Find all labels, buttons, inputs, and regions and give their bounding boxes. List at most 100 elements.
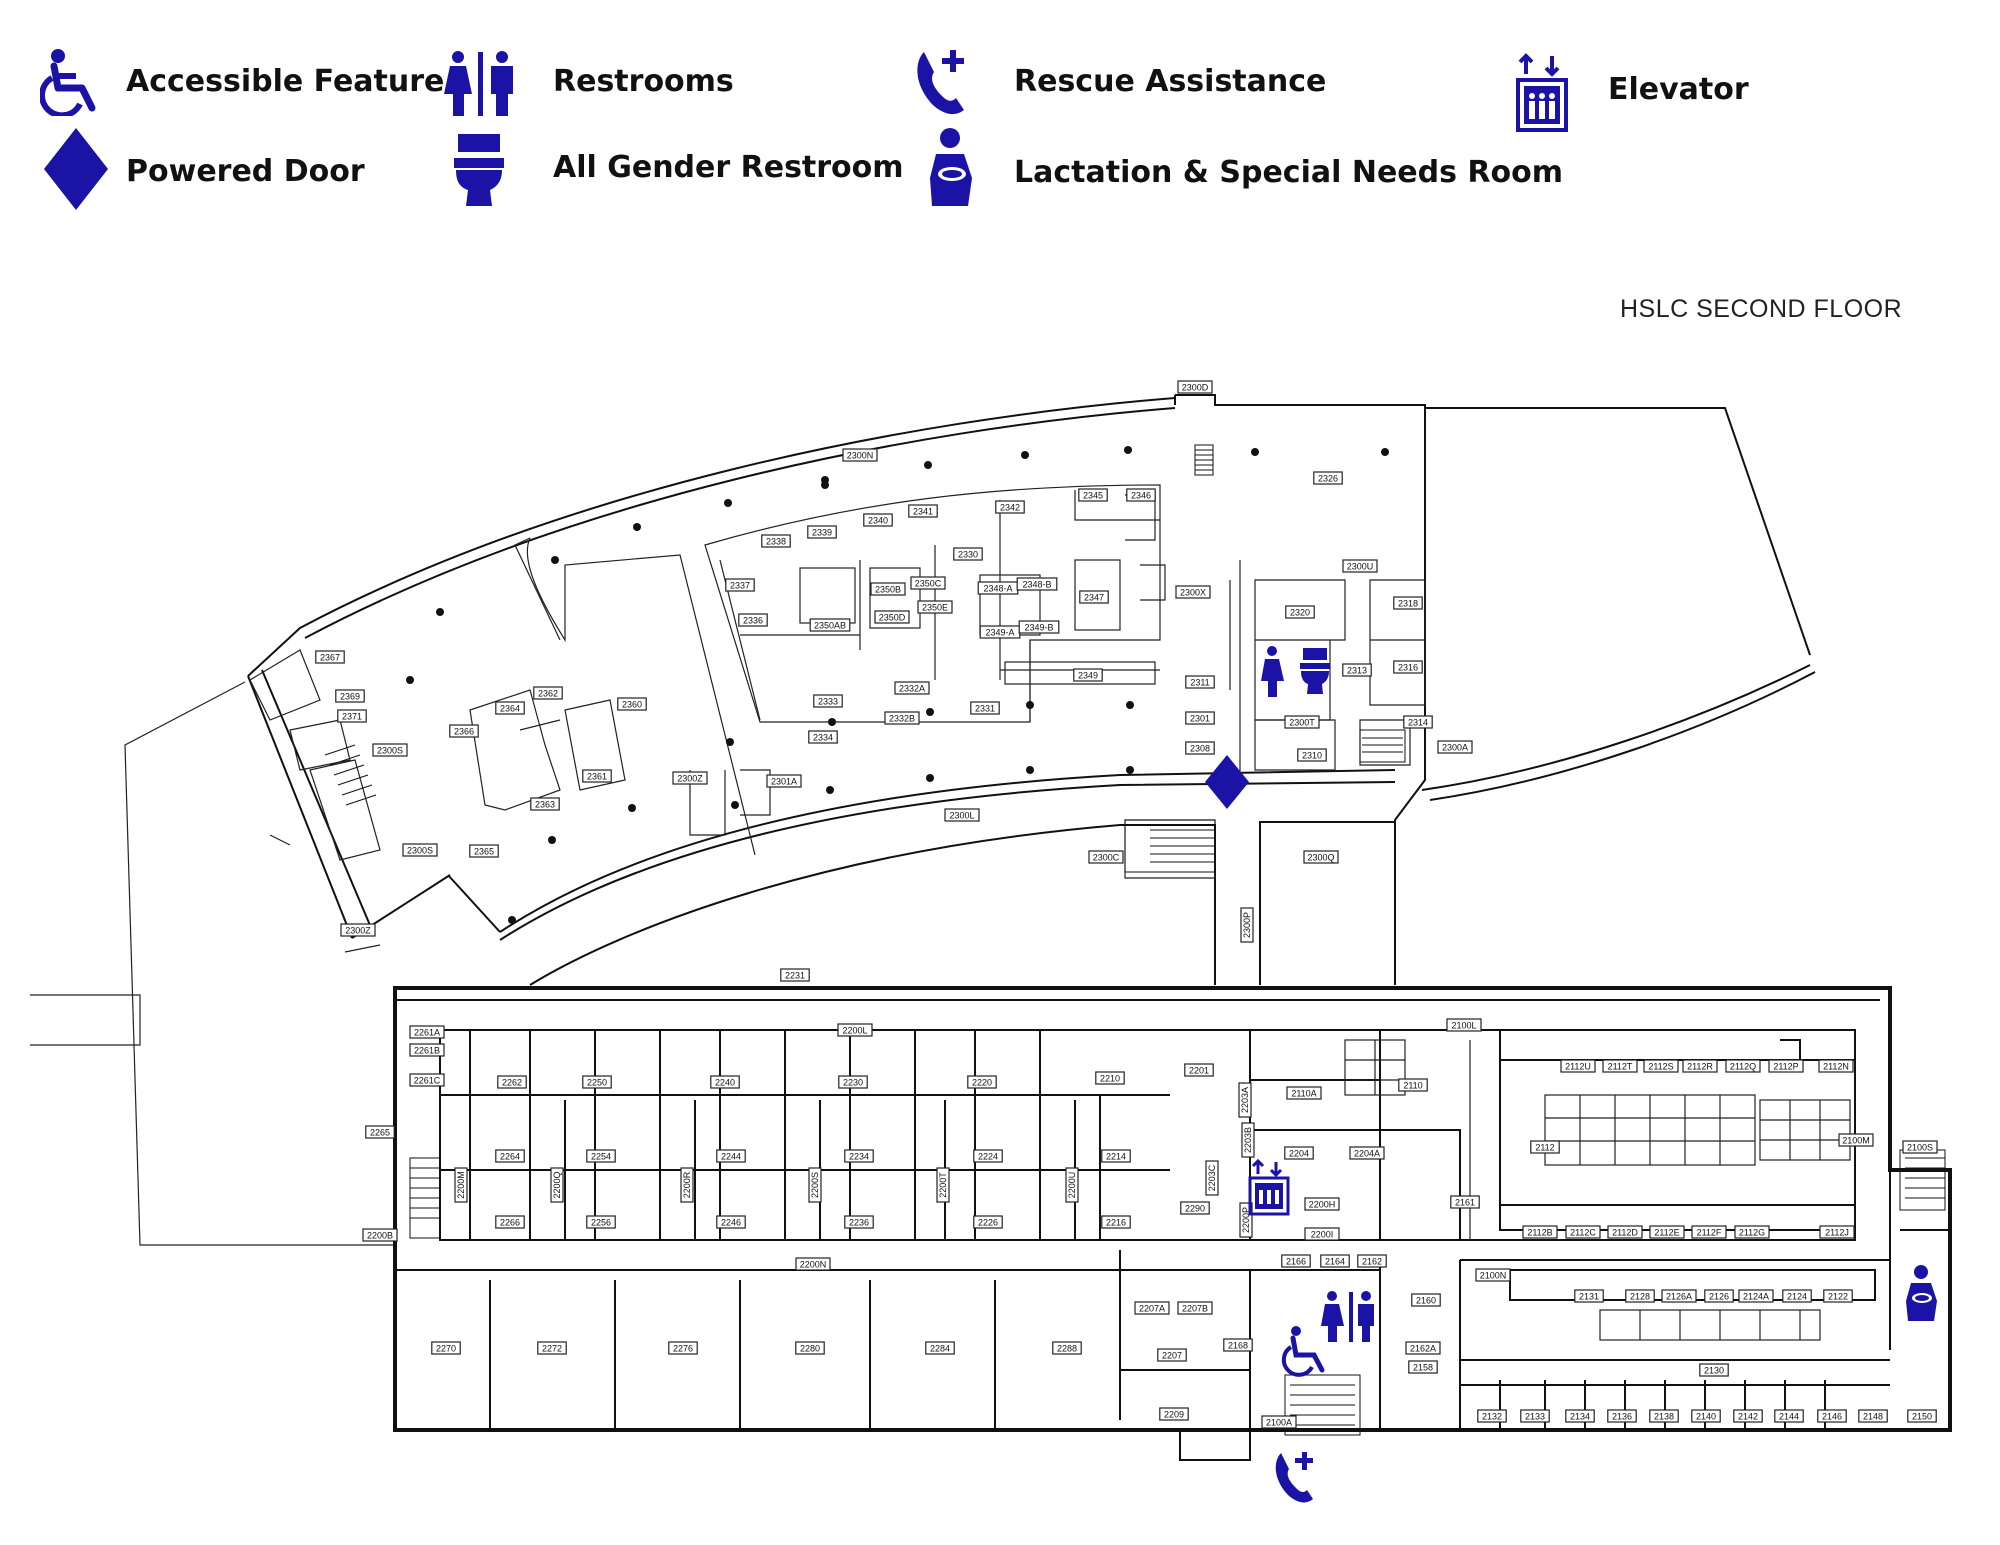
stairs — [324, 444, 1946, 1436]
floor-title: HSLC SECOND FLOOR — [1620, 295, 1903, 323]
room-label-2301a: 2301A — [766, 774, 802, 788]
room-number: 2331 — [975, 704, 995, 714]
room-label-2136: 2136 — [1607, 1409, 1637, 1423]
room-label-2220: 2220 — [967, 1075, 997, 1089]
room-number: 2300S — [407, 846, 433, 856]
room-label-2209: 2209 — [1159, 1407, 1189, 1421]
room-label-2367: 2367 — [315, 650, 345, 664]
room-number: 2350AB — [814, 621, 846, 631]
room-label-2112t: 2112T — [1602, 1059, 1638, 1073]
room-number: 2203C — [1207, 1164, 1217, 1191]
room-number: 2138 — [1654, 1412, 1674, 1422]
room-label-2360: 2360 — [617, 697, 647, 711]
accessible-map-icon — [1281, 1326, 1325, 1377]
room-label-2112: 2112 — [1530, 1140, 1560, 1154]
room-label-2112e: 2112E — [1649, 1225, 1685, 1239]
room-number: 2200L — [842, 1026, 867, 1036]
room-label-2112u: 2112U — [1560, 1059, 1596, 1073]
room-number: 2300Z — [677, 774, 703, 784]
room-number: 2290 — [1185, 1204, 1205, 1214]
room-number: 2112B — [1527, 1228, 1552, 1238]
legend-label-all-gender: All Gender Restroom — [553, 150, 904, 185]
room-number: 2168 — [1228, 1341, 1248, 1351]
room-number: 2162A — [1410, 1344, 1436, 1354]
room-number: 2270 — [436, 1344, 456, 1354]
room-number: 2112E — [1654, 1228, 1679, 1238]
room-number: 2207B — [1182, 1304, 1208, 1314]
room-label-2126a: 2126A — [1661, 1289, 1697, 1303]
room-label-2332b: 2332B — [884, 711, 920, 725]
room-number: 2371 — [342, 712, 362, 722]
room-label-2276: 2276 — [668, 1341, 698, 1355]
room-number: 2313 — [1347, 666, 1367, 676]
room-number: 2209 — [1164, 1410, 1184, 1420]
room-label-2262: 2262 — [497, 1075, 527, 1089]
room-label-2231: 2231 — [780, 968, 810, 982]
room-label-2204: 2204 — [1284, 1146, 1314, 1160]
room-number: 2164 — [1325, 1257, 1345, 1267]
room-label-2200b: 2200B — [362, 1228, 398, 1242]
room-number: 2340 — [868, 516, 888, 526]
room-label-2334: 2334 — [808, 730, 838, 744]
room-label-2365: 2365 — [469, 844, 499, 858]
room-label-2326: 2326 — [1313, 471, 1343, 485]
room-label-2100s: 2100S — [1902, 1140, 1938, 1154]
room-label-2200r: 2200R — [680, 1167, 694, 1203]
room-number: 2100N — [1480, 1271, 1507, 1281]
room-label-2339: 2339 — [807, 525, 837, 539]
room-number: 2210 — [1100, 1074, 1120, 1084]
legend-label-rescue: Rescue Assistance — [1014, 64, 1327, 99]
room-number: 2200N — [800, 1260, 827, 1270]
room-label-2207: 2207 — [1157, 1348, 1187, 1362]
room-number: 2200M — [456, 1171, 466, 1199]
room-label-2301: 2301 — [1185, 711, 1215, 725]
room-label-2112g: 2112G — [1734, 1225, 1770, 1239]
lactation-icon — [930, 128, 972, 206]
room-label-2100n: 2100N — [1475, 1268, 1511, 1282]
room-number: 2134 — [1570, 1412, 1590, 1422]
room-number: 2122 — [1828, 1292, 1848, 1302]
room-number: 2288 — [1057, 1344, 1077, 1354]
room-number: 2146 — [1822, 1412, 1842, 1422]
room-number: 2276 — [673, 1344, 693, 1354]
room-number: 2350E — [922, 603, 948, 613]
room-label-2200n: 2200N — [795, 1257, 831, 1271]
room-label-2265: 2265 — [365, 1125, 395, 1139]
room-number: 2330 — [958, 550, 978, 560]
room-number: 2346 — [1131, 491, 1151, 501]
room-label-2336: 2336 — [738, 613, 768, 627]
room-number: 2337 — [730, 581, 750, 591]
room-number: 2364 — [500, 704, 520, 714]
room-label-2347: 2347 — [1079, 590, 1109, 604]
room-number: 2284 — [930, 1344, 950, 1354]
room-label-2244: 2244 — [716, 1149, 746, 1163]
room-number: 2131 — [1579, 1292, 1599, 1302]
room-number: 2300Z — [345, 926, 371, 936]
room-label-2216: 2216 — [1101, 1215, 1131, 1229]
room-number: 2350B — [875, 585, 901, 595]
room-number: 2200U — [1067, 1172, 1077, 1199]
room-number: 2200I — [1311, 1230, 1334, 1240]
room-number: 2214 — [1106, 1152, 1126, 1162]
room-label-2168: 2168 — [1223, 1338, 1253, 1352]
room-label-2158: 2158 — [1408, 1360, 1438, 1374]
room-label-2311: 2311 — [1185, 675, 1215, 689]
room-number: 2367 — [320, 653, 340, 663]
room-number: 2161 — [1455, 1198, 1475, 1208]
room-number: 2110A — [1291, 1089, 1316, 1099]
room-label-2300x: 2300X — [1175, 585, 1211, 599]
room-number: 2338 — [766, 537, 786, 547]
room-label-2162: 2162 — [1357, 1254, 1387, 1268]
room-number: 2112D — [1612, 1228, 1638, 1238]
room-label-2300d: 2300D — [1177, 380, 1213, 394]
rescue-phone-icon — [917, 50, 964, 115]
room-number: 2203B — [1243, 1127, 1253, 1153]
room-number: 2244 — [721, 1152, 741, 1162]
room-number: 2261A — [414, 1028, 440, 1038]
room-label-2332a: 2332A — [894, 681, 930, 695]
room-label-2112d: 2112D — [1607, 1225, 1643, 1239]
room-label-2261a: 2261A — [409, 1025, 445, 1039]
room-label-2338: 2338 — [761, 534, 791, 548]
room-label-2290: 2290 — [1180, 1201, 1210, 1215]
room-label-2330: 2330 — [953, 547, 983, 561]
